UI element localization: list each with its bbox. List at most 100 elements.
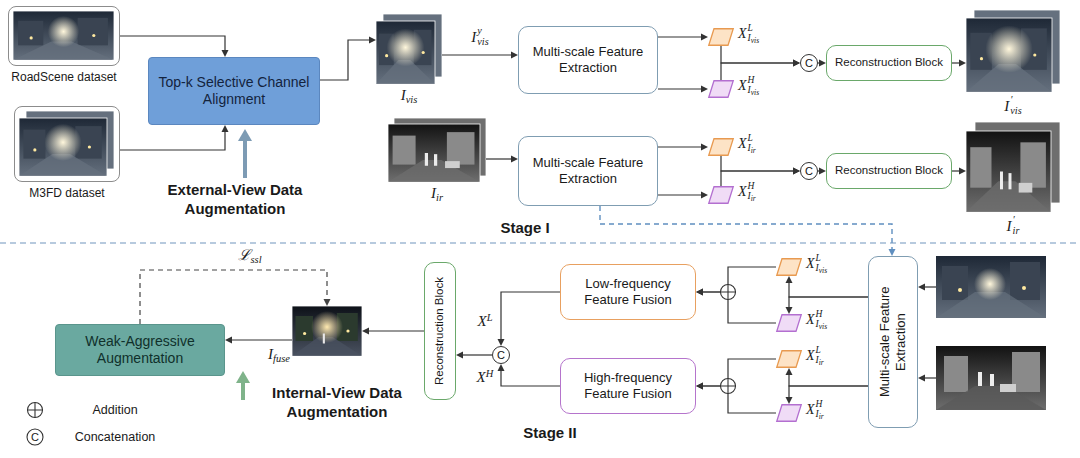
connector-line — [721, 156, 795, 171]
box-text: Weak-Aggressive Augmentation — [61, 333, 219, 367]
edge-label: XH — [475, 368, 496, 386]
math-sub-text: vis — [406, 94, 418, 105]
image-caption: RoadScene dataset — [11, 70, 116, 84]
process-box: Multi-scale Feature Extraction — [518, 26, 658, 94]
connector-line — [461, 354, 492, 355]
connector-line — [501, 292, 560, 341]
math-subsub: ir — [751, 194, 756, 203]
legend-text: Addition — [60, 402, 170, 418]
stage-separator — [0, 242, 1080, 243]
math-script: ′ir — [1013, 215, 1020, 236]
visible-input-image — [936, 256, 1046, 318]
connector — [362, 328, 424, 335]
math-script: ′vis — [1010, 95, 1021, 116]
image-caption: Iir — [431, 185, 443, 203]
image-ground — [936, 256, 1046, 318]
connector-line — [701, 386, 776, 413]
feature-label: XLIvis — [806, 253, 827, 275]
input-arrow — [924, 286, 936, 287]
connector-line — [501, 369, 560, 386]
connector — [721, 156, 800, 175]
math-base: X — [738, 136, 747, 151]
arrow-head — [959, 60, 966, 67]
math-sub: Ivis — [816, 319, 828, 331]
arrow-head — [222, 125, 229, 132]
section-label: Stage II — [500, 424, 600, 443]
math-sup: L — [748, 133, 756, 143]
math-sub-text: ir — [1013, 225, 1020, 236]
pedestrian — [978, 372, 982, 386]
math-sub: Ivis — [748, 33, 760, 45]
math-subsub: ir — [819, 412, 824, 421]
feature-map: XLIvis — [776, 258, 802, 276]
image-caption: M3FD dataset — [29, 186, 104, 200]
arrow-head — [786, 276, 793, 283]
math-sub: ssl — [250, 254, 261, 265]
feature-map-shape — [776, 258, 802, 276]
connector — [786, 297, 869, 314]
building — [944, 356, 968, 392]
math-sup: L — [816, 345, 824, 355]
math-sup: ′ — [1010, 95, 1021, 106]
connector-line — [120, 130, 225, 150]
feature-map-outline — [709, 29, 734, 46]
math-sub: Ivis — [748, 85, 760, 97]
image-caption: I′ir — [1007, 215, 1020, 236]
feature-map-shape — [708, 138, 734, 156]
math-base: X — [738, 184, 747, 199]
math-sup: y — [477, 26, 488, 37]
image-caption: I′vis — [1004, 95, 1021, 116]
box-text: Reconstruction Block — [433, 277, 447, 385]
math-base: X — [806, 312, 815, 327]
math-sub-text: I — [748, 143, 751, 153]
connector — [658, 34, 708, 41]
addition-symbol — [721, 379, 736, 394]
external-augmentation-arrow — [243, 140, 247, 178]
math-sup: L — [748, 23, 760, 33]
arrow-head — [793, 168, 800, 175]
connector — [786, 368, 869, 386]
process-box: Weak-Aggressive Augmentation — [55, 324, 225, 376]
connector — [786, 276, 869, 297]
connector-line — [789, 386, 868, 399]
arrow-head — [696, 383, 703, 390]
feature-map: XHIir — [776, 404, 802, 422]
connector-line — [701, 359, 776, 386]
math-base: X — [738, 26, 747, 41]
process-box: Multi-scale Feature Extraction — [868, 256, 918, 428]
connector-line — [320, 40, 371, 80]
connector-line — [701, 292, 776, 323]
connector-line — [658, 146, 703, 147]
input-arrow — [924, 377, 936, 378]
math-sub-text: fuse — [273, 353, 290, 364]
arrow-head — [793, 168, 800, 175]
connector-line — [442, 54, 513, 55]
math-sub-text: I — [748, 85, 751, 95]
building — [942, 266, 968, 300]
math-sup: H — [816, 309, 828, 319]
math-subsub: ir — [751, 146, 756, 155]
connector-line — [658, 88, 703, 89]
image-thumbnail: I′ir — [966, 122, 1060, 212]
math-sub: Ivis — [816, 263, 828, 275]
feature-label: XHIvis — [806, 309, 827, 331]
connector-line — [600, 206, 892, 251]
box-text: Low-frequency Feature Fusion — [566, 276, 690, 307]
math-sub-text: I — [748, 191, 751, 201]
feature-map-outline — [777, 351, 802, 368]
arrow-head — [456, 352, 463, 359]
arrow-head — [701, 34, 708, 41]
scene-picture — [292, 306, 362, 356]
internal-augmentation-arrow — [241, 382, 245, 400]
feature-map: XLIir — [776, 350, 802, 368]
math-sub: vis — [477, 37, 488, 48]
scene-picture — [19, 111, 114, 176]
arrow-head — [786, 307, 793, 314]
connector — [658, 192, 708, 199]
feature-map: XHIvis — [708, 80, 734, 98]
scene-picture — [376, 14, 442, 84]
addition-plus — [721, 379, 736, 394]
math-sub: vis — [406, 94, 418, 105]
addition-symbol — [721, 285, 736, 300]
box-text: Reconstruction Block — [835, 56, 943, 70]
